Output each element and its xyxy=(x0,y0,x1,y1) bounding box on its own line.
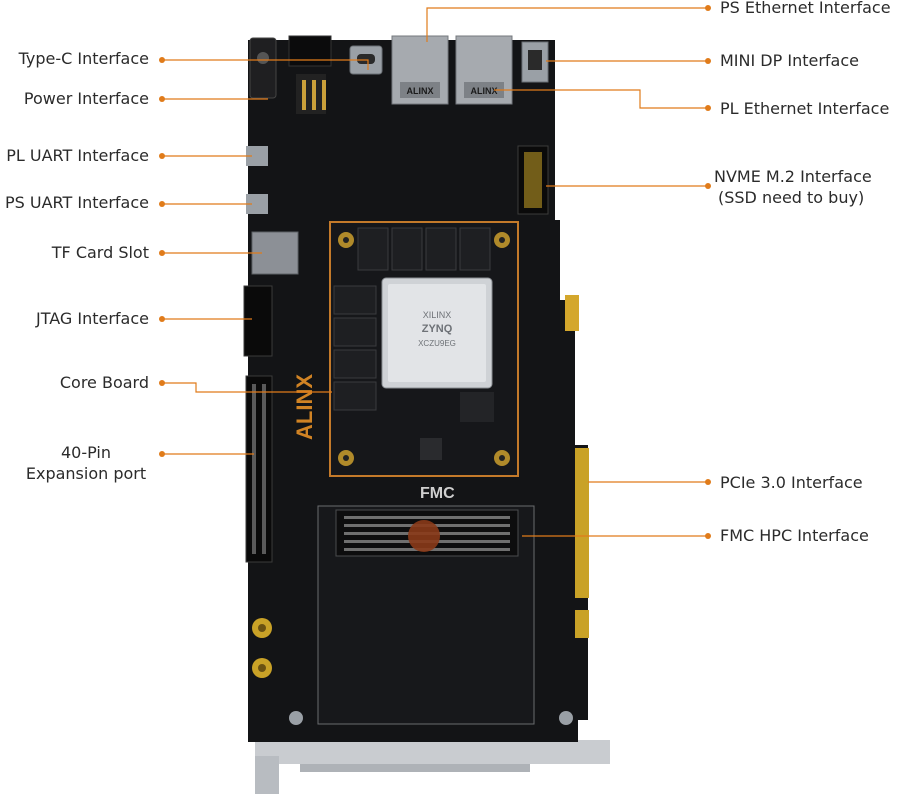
label-40pin-line2: Expansion port xyxy=(25,464,147,483)
label-ps-uart: PS UART Interface xyxy=(5,193,149,212)
top-connectors: ALINX ALINX xyxy=(249,35,549,114)
fmc-area xyxy=(289,505,573,725)
label-jtag: JTAG Interface xyxy=(35,309,149,328)
chip-mark-1: XILINX xyxy=(423,310,452,320)
label-core-board: Core Board xyxy=(59,373,149,392)
nvme-slot xyxy=(517,145,549,215)
label-mini-dp: MINI DP Interface xyxy=(720,51,859,70)
label-pl-uart: PL UART Interface xyxy=(6,146,149,165)
label-tf-card: TF Card Slot xyxy=(51,243,149,262)
label-nvme-line1: NVME M.2 Interface xyxy=(714,167,872,186)
label-pcie: PCIe 3.0 Interface xyxy=(720,473,863,492)
rj45-left-mark: ALINX xyxy=(407,86,434,96)
label-pl-ethernet: PL Ethernet Interface xyxy=(720,99,890,118)
fmc-silkscreen: FMC xyxy=(420,485,455,502)
rj45-right-mark: ALINX xyxy=(471,86,498,96)
core-board: XILINX ZYNQ XCZU9EG xyxy=(329,221,519,477)
label-fmc-hpc: FMC HPC Interface xyxy=(720,526,869,545)
label-ps-ethernet: PS Ethernet Interface xyxy=(720,0,891,17)
label-nvme-line2: (SSD need to buy) xyxy=(718,188,865,207)
label-power: Power Interface xyxy=(23,89,149,108)
label-40pin-line1: 40-Pin xyxy=(60,443,111,462)
label-type-c: Type-C Interface xyxy=(18,49,149,68)
leader-dots xyxy=(159,5,711,539)
chip-mark-2: ZYNQ xyxy=(422,323,453,335)
alinx-logo: ALINX xyxy=(292,374,317,440)
leader-lines xyxy=(162,7,708,537)
chip-mark-3: XCZU9EG xyxy=(418,339,456,348)
pcie-bracket xyxy=(255,740,610,794)
